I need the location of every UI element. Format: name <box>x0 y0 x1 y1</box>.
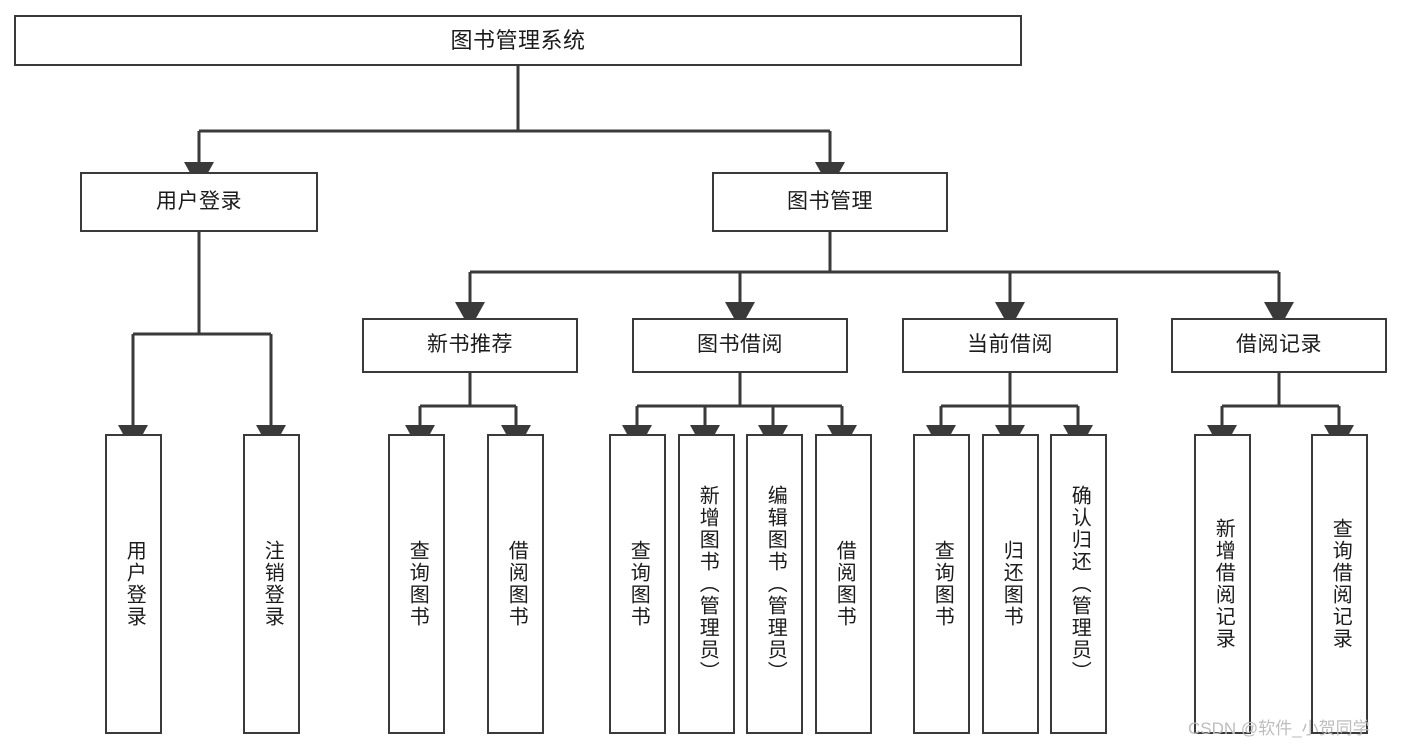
node-label: 查询图书 <box>931 540 954 628</box>
node-leaf-query-borrow-record[interactable]: 查询借阅记录 <box>1311 434 1368 734</box>
node-leaf-user-login[interactable]: 用户登录 <box>105 434 162 734</box>
node-current-borrow[interactable]: 当前借阅 <box>902 318 1118 373</box>
node-label: 图书借阅 <box>697 333 783 357</box>
node-label: 归还图书 <box>1000 540 1023 628</box>
node-new-book-recommend[interactable]: 新书推荐 <box>362 318 578 373</box>
node-label: 确认归还（管理员） <box>1068 485 1091 683</box>
node-label: 新增图书（管理员） <box>696 485 719 683</box>
node-label: 借阅图书 <box>505 540 528 628</box>
node-label: 借阅图书 <box>833 540 856 628</box>
node-root-book-management-system[interactable]: 图书管理系统 <box>14 15 1022 66</box>
node-label: 用户登录 <box>156 189 242 213</box>
node-label: 查询图书 <box>627 540 650 628</box>
node-leaf-edit-book[interactable]: 编辑图书（管理员） <box>746 434 803 734</box>
node-label: 当前借阅 <box>967 333 1053 357</box>
node-borrow-record[interactable]: 借阅记录 <box>1171 318 1387 373</box>
node-label: 图书管理 <box>787 189 873 213</box>
node-label: 编辑图书（管理员） <box>764 485 787 683</box>
node-label: 图书管理系统 <box>450 27 586 53</box>
node-book-borrow[interactable]: 图书借阅 <box>632 318 848 373</box>
node-label: 查询借阅记录 <box>1329 518 1352 650</box>
node-label: 注销登录 <box>261 540 284 628</box>
node-leaf-add-borrow-record[interactable]: 新增借阅记录 <box>1194 434 1251 734</box>
node-leaf-borrow-book[interactable]: 借阅图书 <box>815 434 872 734</box>
node-leaf-add-book[interactable]: 新增图书（管理员） <box>678 434 735 734</box>
node-leaf-query-book-recommend[interactable]: 查询图书 <box>388 434 445 734</box>
node-user-login[interactable]: 用户登录 <box>80 172 318 232</box>
node-leaf-return-book[interactable]: 归还图书 <box>982 434 1039 734</box>
node-label: 借阅记录 <box>1236 333 1322 357</box>
node-leaf-query-book-current[interactable]: 查询图书 <box>913 434 970 734</box>
node-leaf-borrow-book-recommend[interactable]: 借阅图书 <box>487 434 544 734</box>
node-label: 新书推荐 <box>427 333 513 357</box>
node-book-management[interactable]: 图书管理 <box>712 172 948 232</box>
node-leaf-confirm-return[interactable]: 确认归还（管理员） <box>1050 434 1107 734</box>
node-label: 新增借阅记录 <box>1212 518 1235 650</box>
node-leaf-user-logout[interactable]: 注销登录 <box>243 434 300 734</box>
node-leaf-query-book-borrow[interactable]: 查询图书 <box>609 434 666 734</box>
watermark: CSDN @软件_小贺同学 <box>1188 719 1370 738</box>
node-label: 查询图书 <box>406 540 429 628</box>
node-label: 用户登录 <box>123 540 146 628</box>
